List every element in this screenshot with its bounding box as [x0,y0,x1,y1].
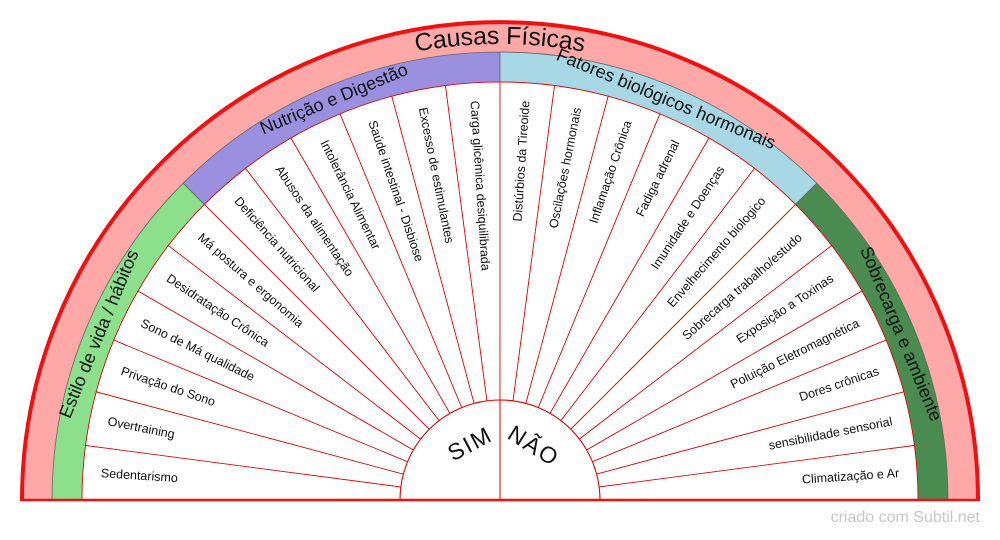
sector-label-climatizacao-e-ar: Climatização e Ar [802,466,900,486]
sector-label-sedentarismo: Sedentarismo [100,466,178,485]
outer-rim [20,20,980,501]
credit-text: criado com Subtil.net [830,509,980,526]
